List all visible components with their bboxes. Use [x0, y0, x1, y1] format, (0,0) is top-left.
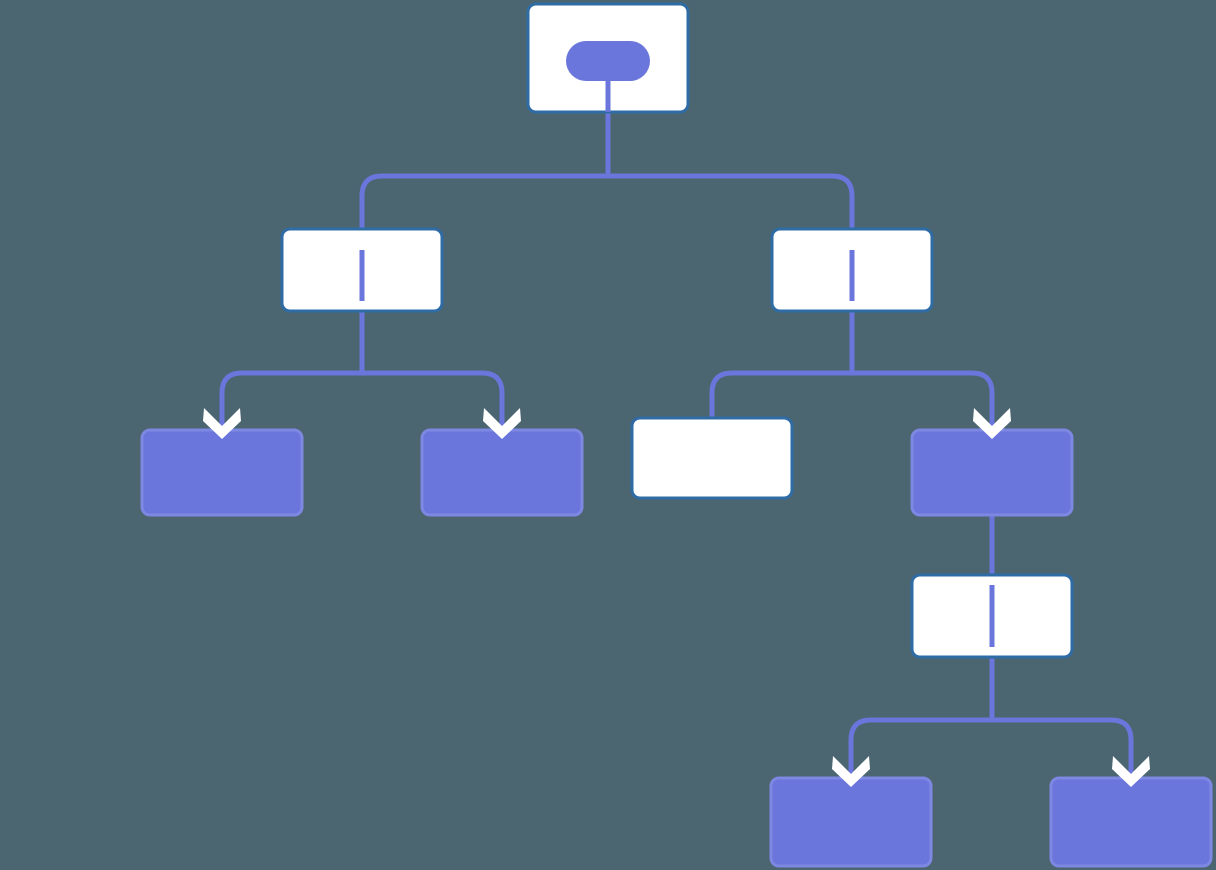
arrowhead-e-l2-d: [973, 408, 1011, 439]
edge-e-l4-right: [992, 717, 1134, 786]
arrowhead-e-l4-right: [1112, 756, 1150, 787]
edge-e-l2-a: [219, 370, 362, 438]
node-n-l2-d[interactable]: [910, 428, 1074, 517]
arrowhead-e-l4-left: [832, 756, 870, 787]
arrowhead-e-l2-a: [203, 408, 241, 439]
node-n-l2-b[interactable]: [420, 428, 584, 517]
node-body-n-l2-b[interactable]: [420, 428, 584, 517]
edge-e-l4-left: [848, 717, 992, 786]
node-pill-n-root: [566, 41, 650, 81]
edge-e-l2-d: [852, 370, 995, 438]
node-body-n-l2-a[interactable]: [140, 428, 304, 517]
edge-e-l2-b: [362, 370, 505, 438]
edge-layer: [219, 40, 1134, 786]
edge-e-bus1-right: [608, 173, 855, 250]
node-body-n-l2-d[interactable]: [910, 428, 1074, 517]
node-body-n-l4-right[interactable]: [1049, 776, 1213, 868]
node-n-l2-a[interactable]: [140, 428, 304, 517]
node-layer: [140, 2, 1213, 868]
node-n-l4-right[interactable]: [1049, 776, 1213, 868]
node-n-l4-left[interactable]: [769, 776, 933, 868]
arrowhead-e-l2-b: [483, 408, 521, 439]
node-n-l2-c[interactable]: [630, 416, 794, 500]
node-body-n-l4-left[interactable]: [769, 776, 933, 868]
arrowhead-layer: [203, 408, 1150, 787]
edge-e-l2-c: [709, 370, 852, 438]
node-n-root[interactable]: [526, 2, 690, 114]
edge-e-bus1-left: [359, 173, 608, 250]
node-body-n-l2-c[interactable]: [630, 416, 794, 500]
